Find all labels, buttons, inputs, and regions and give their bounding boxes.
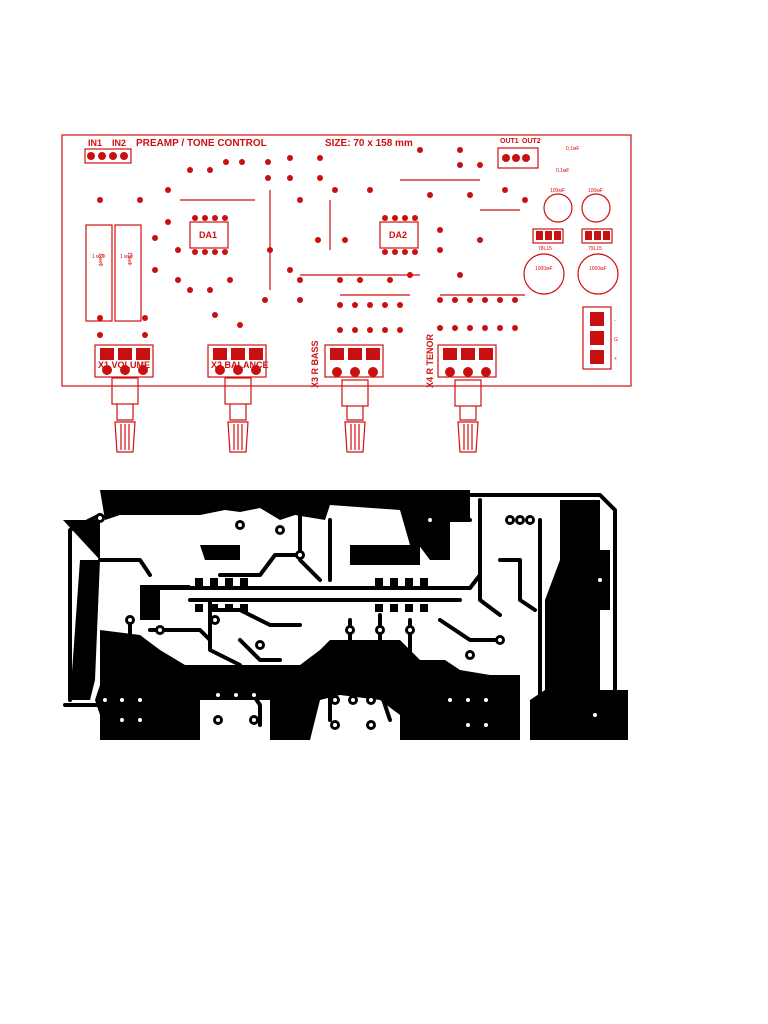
- power-plus: +: [614, 356, 617, 362]
- power-connector: [582, 306, 612, 370]
- pot-x2-label: X2 BALANCE: [211, 360, 269, 370]
- pot-x4: X4 R TENOR: [425, 333, 497, 453]
- ic-da2-outline: [379, 221, 419, 249]
- reg-78l15: 78L15: [538, 246, 552, 252]
- pot-x1-label: X1 VOLUME: [98, 360, 150, 370]
- board-title: PREAMP / TONE CONTROL: [136, 138, 267, 149]
- ic-da1-label: DA1: [199, 230, 217, 240]
- cap-01-a: 0,1мF: [566, 146, 579, 152]
- cap-100-b: 100мF: [588, 188, 603, 194]
- cap-c1-value: 1 мкФ: [120, 254, 134, 260]
- output-label-2: OUT2: [522, 138, 541, 145]
- board-outline: [61, 134, 632, 387]
- pot-x2: X2 BALANCE: [207, 344, 269, 453]
- cap-100-a: 100мF: [550, 188, 565, 194]
- cap-1000-a: 1000мF: [535, 266, 553, 272]
- silkscreen-layer: IN1 IN2 PREAMP / TONE CONTROL SIZE: 70 x…: [61, 134, 632, 453]
- svg-text:1 мкФ: 1 мкФ: [97, 253, 103, 267]
- power-gnd: G: [614, 337, 618, 343]
- svg-text:1 мкФ: 1 мкФ: [126, 252, 132, 266]
- pot-x3: X3 R BASS: [310, 340, 384, 453]
- pot-x4-label: X4 R TENOR: [425, 333, 435, 388]
- power-minus: -: [614, 318, 616, 324]
- cap-c2-value: 1 мкФ: [92, 254, 106, 260]
- cap-1000-b: 1000мF: [589, 266, 607, 272]
- output-label-1: OUT1: [500, 138, 519, 145]
- input-label-2: IN2: [112, 138, 126, 148]
- ic-da2-label: DA2: [389, 230, 407, 240]
- board-size: SIZE: 70 x 158 mm: [325, 138, 413, 149]
- pot-x3-label: X3 R BASS: [310, 340, 320, 388]
- reg-79l15: 79L15: [588, 246, 602, 252]
- pot-x1: X1 VOLUME: [94, 344, 154, 453]
- ic-da1-outline: [189, 221, 229, 249]
- cap-01-b: 0,1мF: [556, 168, 569, 174]
- copper-layer: [63, 490, 628, 740]
- input-label-1: IN1: [88, 138, 102, 148]
